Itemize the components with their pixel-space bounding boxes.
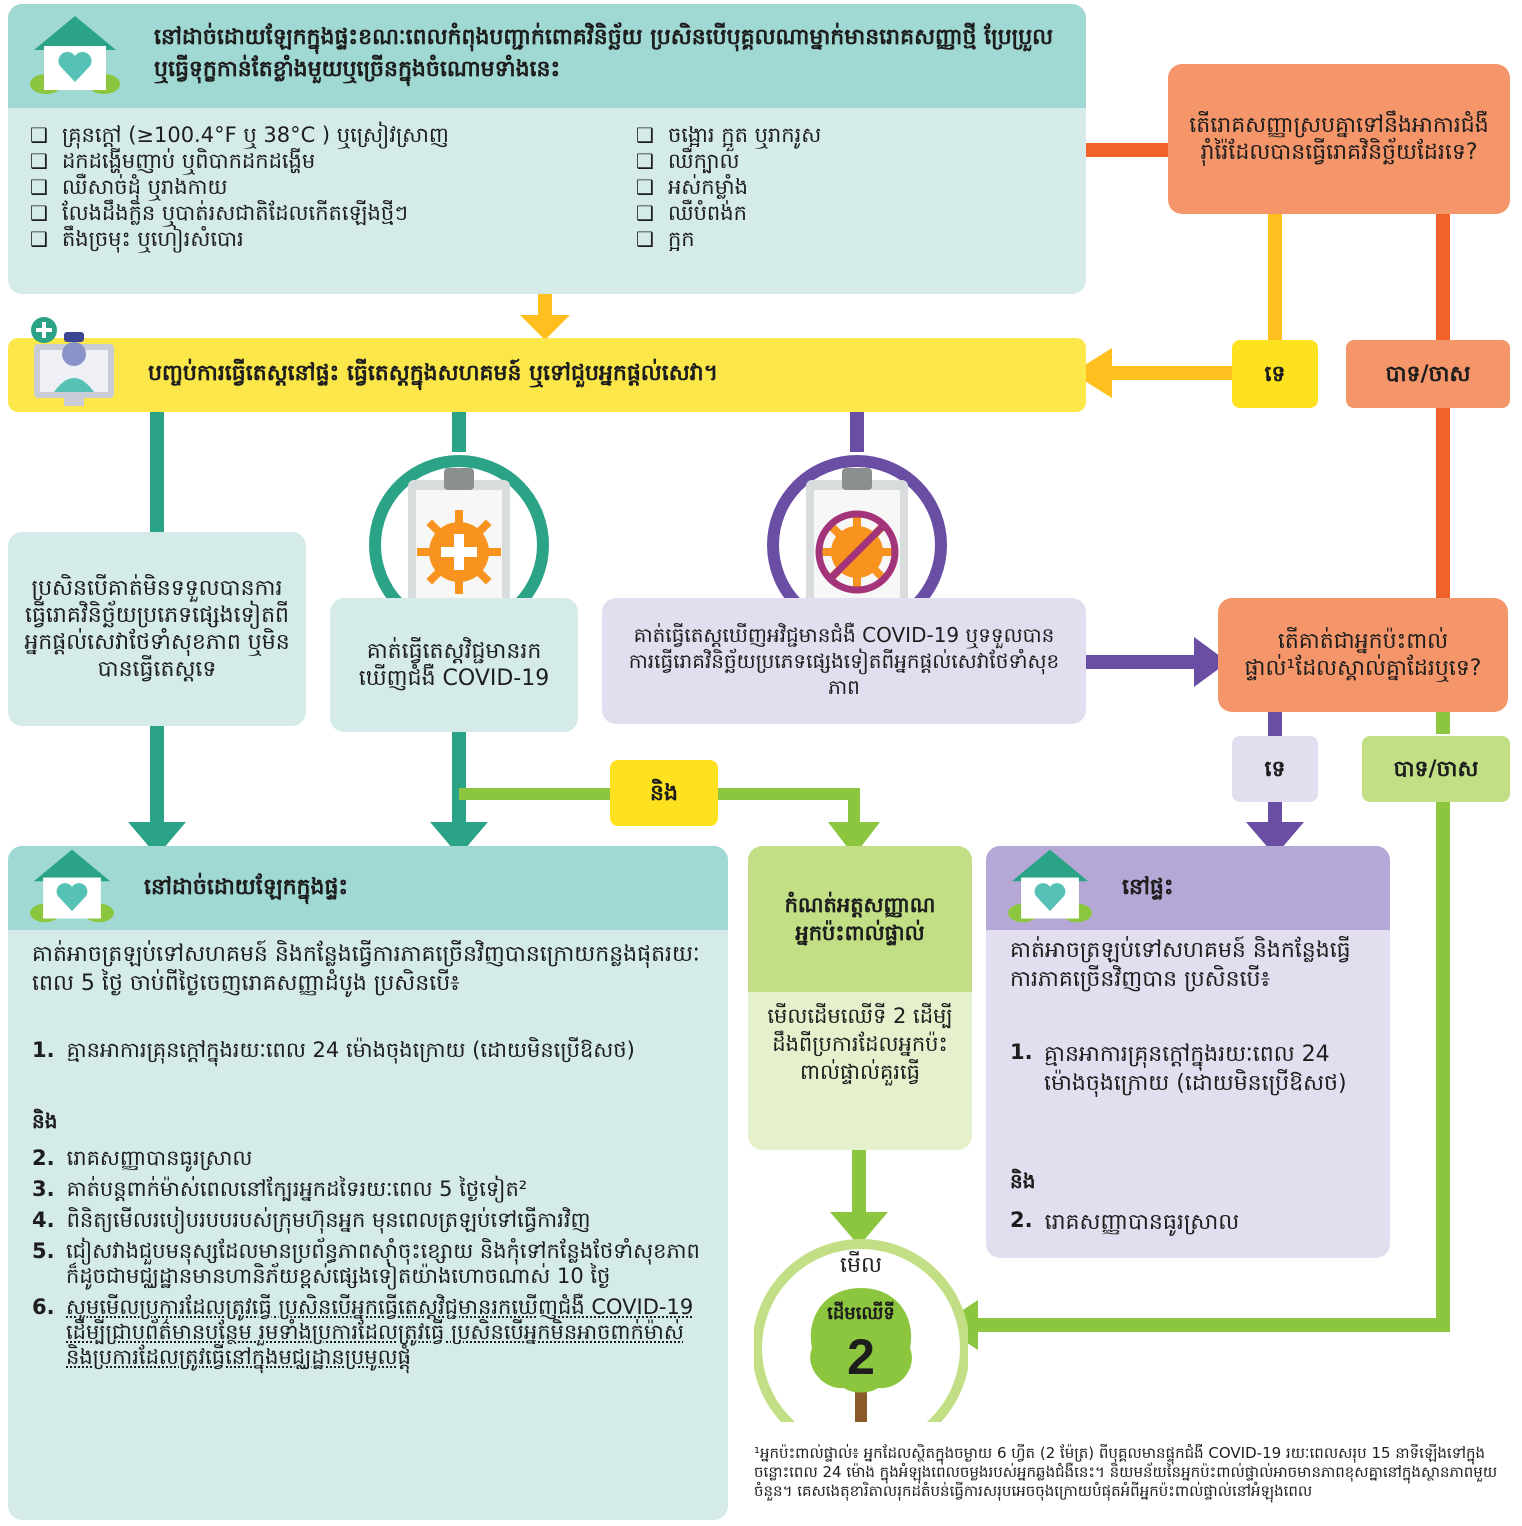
isolate-at-home-box: នៅដាច់ដោយឡែកក្នុងផ្ទះ គាត់អាចត្រឡប់ទៅសហគ… xyxy=(8,846,728,1520)
chronic-condition-question: តើរោគសញ្ញាស្របគ្នាទៅនឹងអាការជំងឺរ៉ាំរ៉ៃដ… xyxy=(1168,64,1510,214)
tree-two-badge[interactable]: មើល ដើមឈើទី 2 xyxy=(754,1238,968,1422)
house-heart-icon xyxy=(30,16,120,94)
isolate-box-header xyxy=(8,846,728,930)
home-steps-b: 2.រោគសញ្ញាបានធូរស្រាល xyxy=(1010,1202,1366,1243)
checkbox-icon: ❑ xyxy=(636,175,654,199)
positive-test-box: គាត់ធ្វើតេស្តវិជ្ជមានរកឃើញជំងឺ COVID-19 xyxy=(330,598,578,732)
yes-label-2: បាទ/ចាស xyxy=(1362,736,1510,802)
negative-test-box: គាត់ធ្វើតេស្តឃើញអវិជ្ជមានជំងឺ COVID-19 ឬ… xyxy=(602,598,1086,724)
symptom-item: ❑ក្អក xyxy=(636,227,695,251)
symptom-item: ❑អស់កម្លាំង xyxy=(636,175,748,199)
step-item: 1.គ្មានអាការគ្រុនក្តៅក្នុងរយៈពេល 24 ម៉ោង… xyxy=(1010,1040,1347,1096)
contacts-box-body: មើលដើមឈើទី 2 ដើម្បីដឹងពីប្រការដែលអ្នកប៉ះ… xyxy=(767,1004,953,1084)
step-item: 1.គ្មានអាការគ្រុនក្តៅក្នុងរយៈពេល 24 ម៉ោង… xyxy=(32,1038,635,1062)
negative-test-clipboard-icon xyxy=(767,455,947,635)
home-and-label: និង xyxy=(1010,1169,1036,1193)
symptom-item: ❑លែងដឹងក្លិន ឬបាត់រសជាតិដែលកើតឡើងថ្មីៗ xyxy=(30,201,409,225)
step-item: 3.គាត់បន្តពាក់ម៉ាស់ពេលនៅក្បែរអ្នកដទៃរយៈព… xyxy=(32,1177,528,1201)
tree-see-label: មើល xyxy=(840,1253,882,1278)
step-item: 2.រោគសញ្ញាបានធូរស្រាល xyxy=(1010,1208,1240,1235)
symptoms-list-left: ❑គ្រុនក្តៅ (≥100.4°F ឬ 38°C ) ឬស្រៀវស្រា… xyxy=(30,122,630,252)
no-label-1: ទេ xyxy=(1232,340,1318,408)
isolate-steps-a: 1.គ្មានអាការគ្រុនក្តៅក្នុងរយៈពេល 24 ម៉ោង… xyxy=(32,1032,702,1069)
checkbox-icon: ❑ xyxy=(30,149,48,173)
checkbox-icon: ❑ xyxy=(30,123,48,147)
symptoms-box: នៅដាច់ដោយឡែកក្នុងផ្ទះខណៈពេលកំពុងបញ្ជាក់ព… xyxy=(8,4,1086,294)
symptom-item: ❑ចង្អោរ ក្អួត ឬរាករូស xyxy=(636,123,822,147)
home-box-title: នៅផ្ទះ xyxy=(1122,875,1174,900)
isolate-and-label: និង xyxy=(32,1109,58,1133)
symptom-item: ❑គ្រុនក្តៅ (≥100.4°F ឬ 38°C ) ឬស្រៀវស្រា… xyxy=(30,123,449,147)
checkbox-icon: ❑ xyxy=(636,123,654,147)
symptom-item: ❑តឹងច្រមុះ ឬហៀរសំបោរ xyxy=(30,227,244,251)
checkbox-icon: ❑ xyxy=(636,149,654,173)
symptom-item: ❑ឈឺបំពង់ក xyxy=(636,201,747,225)
symptom-item: ❑ឈឺសាច់ដុំ ឬរាងកាយ xyxy=(30,175,228,199)
stay-home-box: នៅផ្ទះ គាត់អាចត្រឡប់ទៅសហគមន៍ និងកន្លែងធ្… xyxy=(986,846,1390,1258)
checkbox-icon: ❑ xyxy=(30,227,48,251)
symptoms-list-right: ❑ចង្អោរ ក្អួត ឬរាករូស ❑ឈឺក្បាល ❑អស់កម្លា… xyxy=(636,122,1056,252)
step-item: 4.ពិនិត្យមើលរបៀបរបបរបស់ក្រុមហ៊ុនអ្នក មុន… xyxy=(32,1208,591,1232)
checkbox-icon: ❑ xyxy=(636,227,654,251)
symptom-item: ❑ឈឺក្បាល xyxy=(636,149,740,173)
isolate-steps-b: 2.រោគសញ្ញាបានធូរស្រាល 3.គាត់បន្តពាក់ម៉ាស… xyxy=(32,1140,702,1376)
symptoms-title: នៅដាច់ដោយឡែកក្នុងផ្ទះខណៈពេលកំពុងបញ្ជាក់ព… xyxy=(154,25,1054,82)
home-box-intro: គាត់អាចត្រឡប់ទៅសហគមន៍ និងកន្លែងធ្វើការភា… xyxy=(1010,938,1351,992)
checkbox-icon: ❑ xyxy=(636,201,654,225)
no-label-2: ទេ xyxy=(1232,736,1318,802)
testing-bar-text: បញ្ចប់ការធ្វើតេស្តនៅផ្ទះ ធ្វើតេស្តក្នុងស… xyxy=(148,361,719,386)
contacts-box-header: កំណត់អត្តសញ្ញាណអ្នកប៉ះពាល់ផ្ទាល់ xyxy=(748,846,972,992)
step-item: 6.សូមមើលប្រការដែលត្រូវធ្វើ ប្រសិនបើអ្នកធ… xyxy=(32,1295,694,1369)
step-item: 2.រោគសញ្ញាបានធូរស្រាល xyxy=(32,1146,253,1170)
doctor-computer-icon xyxy=(31,317,114,406)
tree-icon xyxy=(754,1239,968,1422)
footnote: ¹អ្នកប៉ះពាល់ផ្ទាល់៖ អ្នកដែលស្ថិតក្នុងចម្… xyxy=(754,1444,1498,1500)
isolate-box-intro: គាត់អាចត្រឡប់ទៅសហគមន៍ និងកន្លែងធ្វើការភា… xyxy=(32,942,700,996)
testing-bar: បញ្ចប់ការធ្វើតេស្តនៅផ្ទះ ធ្វើតេស្តក្នុងស… xyxy=(8,317,1086,412)
yes-label-1: បាទ/ចាស xyxy=(1346,340,1510,408)
checkbox-icon: ❑ xyxy=(30,201,48,225)
symptom-item: ❑ដកដង្ហើមញាប់ ឬពិបាកដកដង្ហើម xyxy=(30,149,316,173)
house-heart-icon xyxy=(30,849,114,923)
isolate-box-title: នៅដាច់ដោយឡែកក្នុងផ្ទះ xyxy=(144,875,349,900)
home-steps-a: 1.គ្មានអាការគ្រុនក្តៅក្នុងរយៈពេល 24 ម៉ោង… xyxy=(1010,1034,1366,1104)
step-item: 5.ជៀសវាងជួបមនុស្សដែលមានប្រព័ន្ធភាពស៊ាំចុ… xyxy=(32,1239,700,1288)
identify-contacts-box: កំណត់អត្តសញ្ញាណអ្នកប៉ះពាល់ផ្ទាល់ មើលដើមឈ… xyxy=(748,846,972,1150)
house-heart-icon xyxy=(1008,849,1092,923)
tree-label: ដើមឈើទី xyxy=(827,1303,895,1324)
and-label: និង xyxy=(610,760,718,826)
close-contact-question: តើគាត់ជាអ្នកប៉ះពាល់ផ្ទាល់¹ដែលស្គាល់គ្នាដ… xyxy=(1218,598,1508,712)
not-tested-box: ប្រសិនបើគាត់មិនទទួលបានការធ្វើរោគវិនិច្ឆ័… xyxy=(8,532,306,726)
tree-number: 2 xyxy=(847,1329,875,1385)
checkbox-icon: ❑ xyxy=(30,175,48,199)
symptoms-box-header xyxy=(8,4,1086,108)
positive-test-clipboard-icon xyxy=(369,455,549,635)
